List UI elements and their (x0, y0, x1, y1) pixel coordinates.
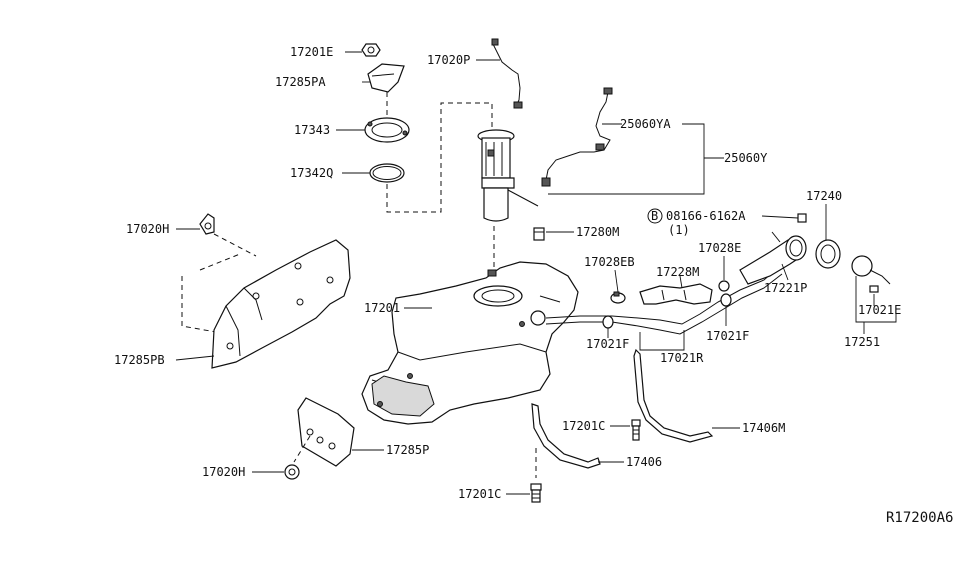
part-17280M-clip[interactable] (533, 227, 545, 241)
label-17201C-mid[interactable]: 17201C (562, 419, 605, 433)
label-25060YA[interactable]: 25060YA (620, 117, 671, 131)
label-17221P[interactable]: 17221P (764, 281, 807, 295)
part-17251-fuel-cap[interactable] (851, 255, 891, 285)
part-17285P-shield[interactable] (297, 397, 355, 467)
label-17285PB[interactable]: 17285PB (114, 353, 165, 367)
part-17020P-harness[interactable] (491, 38, 523, 109)
label-17021F-left[interactable]: 17021F (586, 337, 629, 351)
label-17028E[interactable]: 17028E (698, 241, 741, 255)
label-17021F-right[interactable]: 17021F (706, 329, 749, 343)
label-17251[interactable]: 17251 (844, 335, 880, 349)
diagram-id: R17200A6 (886, 510, 953, 526)
label-17343[interactable]: 17343 (294, 123, 330, 137)
label-17342Q[interactable]: 17342Q (290, 166, 333, 180)
part-17021E-clip[interactable] (869, 285, 879, 293)
bolt-marker-B: B (647, 208, 663, 224)
label-17406[interactable]: 17406 (626, 455, 662, 469)
label-17285PA[interactable]: 17285PA (275, 75, 326, 89)
part-17406M-strap[interactable] (633, 348, 714, 443)
label-17285P[interactable]: 17285P (386, 443, 429, 457)
label-17406M[interactable]: 17406M (742, 421, 785, 435)
part-17020H-grommet-lower[interactable] (284, 464, 300, 480)
part-17201C-bolt-low[interactable] (530, 483, 542, 503)
part-fuel-pump-module[interactable] (477, 129, 539, 222)
label-25060Y[interactable]: 25060Y (724, 151, 768, 165)
label-17021E-right[interactable]: 17021E (858, 303, 901, 317)
part-17201E-nut-top[interactable] (361, 43, 381, 57)
part-17343-lock-ring[interactable] (364, 117, 410, 143)
bolt-marker-letter: B (651, 209, 658, 223)
part-25060YA-harness[interactable] (541, 87, 613, 187)
label-17020P[interactable]: 17020P (427, 53, 470, 67)
part-17285PA-cover[interactable] (367, 63, 405, 93)
part-17020H-grommet-upper[interactable] (199, 213, 215, 235)
part-17028E-clamp[interactable] (718, 280, 730, 292)
part-17021F-clip-right[interactable] (720, 293, 732, 307)
label-17201E-top[interactable]: 17201E (290, 45, 333, 59)
part-17221P-filler-neck[interactable] (739, 213, 807, 285)
part-17021F-clip-left[interactable] (602, 315, 614, 329)
part-17406-strap[interactable] (531, 403, 601, 469)
label-17201[interactable]: 17201 (364, 301, 400, 315)
part-17342Q-gasket[interactable] (369, 163, 405, 183)
label-17028EB[interactable]: 17028EB (584, 255, 635, 269)
part-17201-fuel-tank[interactable] (361, 261, 579, 425)
part-17201C-bolt-mid[interactable] (631, 419, 641, 441)
label-17240[interactable]: 17240 (806, 189, 842, 203)
label-17280M[interactable]: 17280M (576, 225, 619, 239)
part-17285PB-heat-shield[interactable] (211, 239, 351, 369)
label-17020H-upper[interactable]: 17020H (126, 222, 169, 236)
label-08166-6162A[interactable]: 08166-6162A (666, 209, 746, 223)
label-17020H-lower[interactable]: 17020H (202, 465, 245, 479)
part-filler-tube[interactable] (530, 265, 783, 335)
label-08166-quantity: (1) (668, 223, 690, 237)
part-17228M-hose[interactable] (639, 283, 713, 305)
label-17021R[interactable]: 17021R (660, 351, 704, 365)
label-17201C-low[interactable]: 17201C (458, 487, 501, 501)
label-17228M[interactable]: 17228M (656, 265, 699, 279)
part-17028EB-clamp[interactable] (610, 291, 626, 304)
part-17240-seal[interactable] (815, 239, 841, 269)
